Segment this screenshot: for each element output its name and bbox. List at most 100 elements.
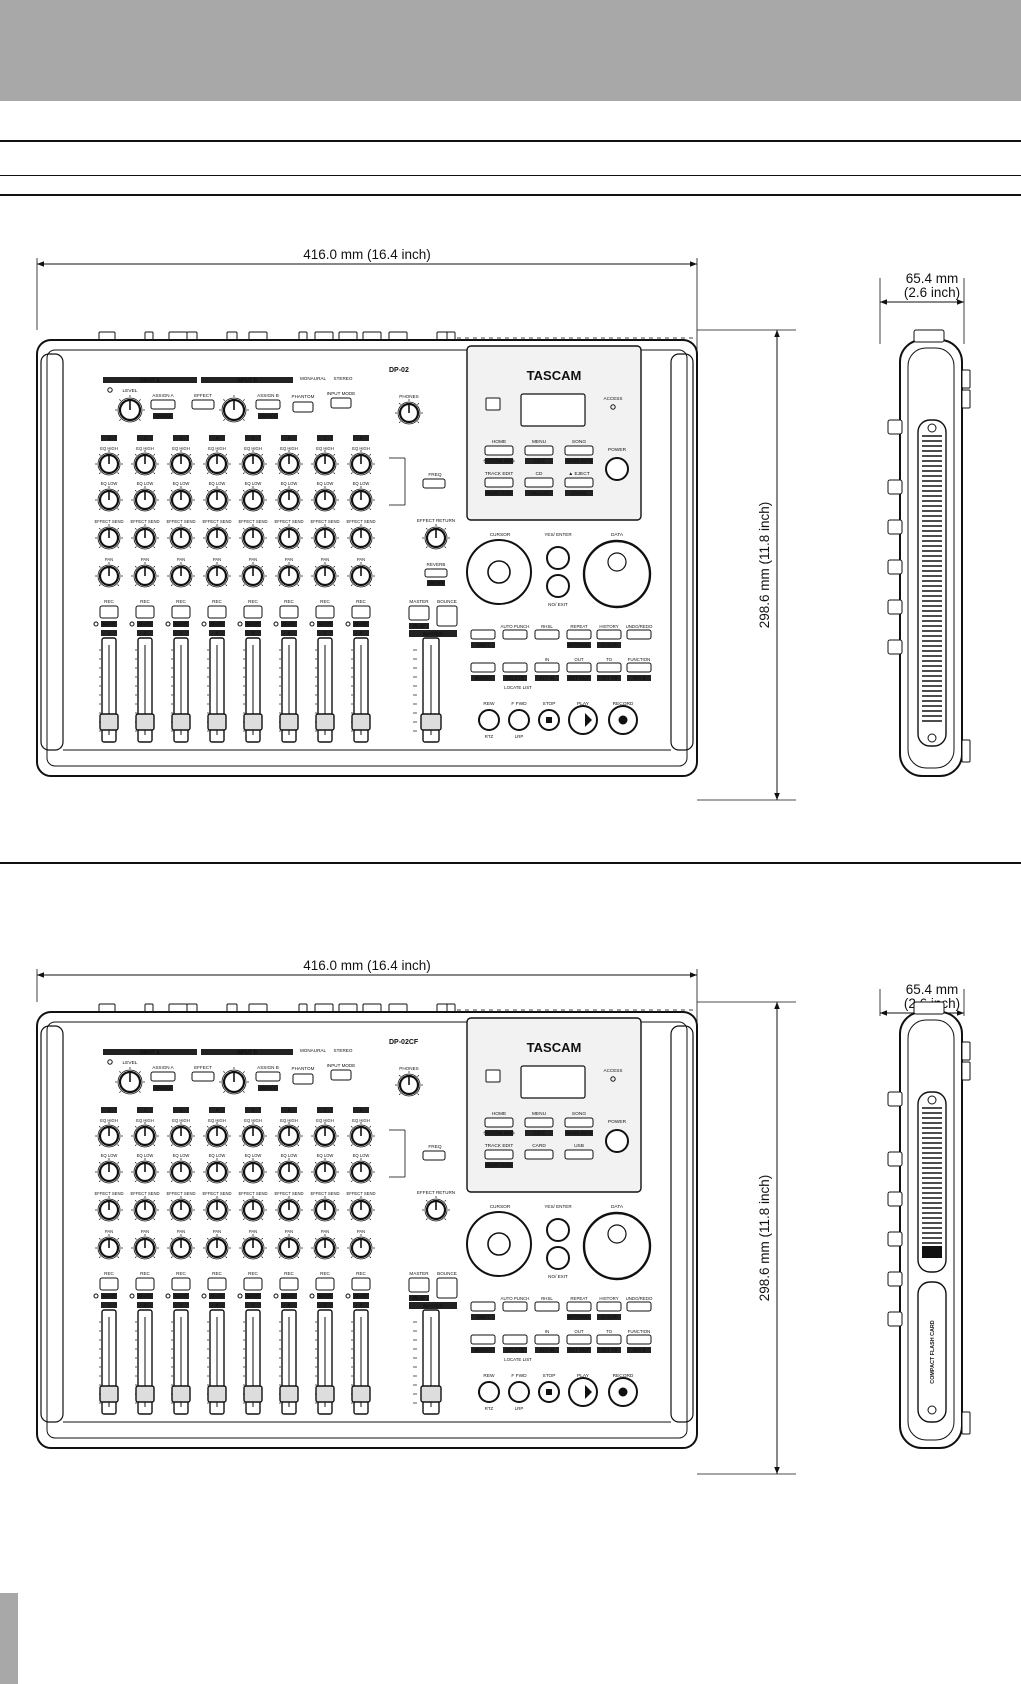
cursor-center (487, 1232, 511, 1256)
channel-number-tag (245, 1302, 261, 1308)
control-key (524, 445, 554, 456)
eq-high-label: EQ HIGH (136, 446, 154, 451)
assign-a-onoff (153, 413, 173, 419)
knob-tick (189, 1256, 192, 1259)
locate-key (502, 662, 528, 673)
knob-tick (278, 1144, 281, 1147)
key-label: REPEAT (570, 624, 588, 629)
locate-sub-tag (471, 1347, 495, 1353)
no-exit-label: NO/ EXIT (548, 602, 568, 607)
knob-tick (369, 1199, 372, 1202)
key-label: AUTO PUNCH (501, 1296, 530, 1301)
channel-number-tag-label: 3 (180, 1107, 183, 1112)
control-key (524, 1117, 554, 1128)
input-b-bar (201, 377, 293, 383)
knob-ring (349, 564, 373, 588)
pan-knob (95, 562, 123, 588)
fader-cap (243, 713, 263, 731)
mute-tag-label: MUTE (354, 621, 367, 626)
key-label: REPEAT (570, 1296, 588, 1301)
channel-number-tag (137, 1302, 153, 1308)
knob-tick (417, 1093, 420, 1096)
transport-key (596, 1301, 622, 1312)
input-b-bar (201, 1049, 293, 1055)
key-sub-tag (485, 1162, 513, 1168)
pan-knob (95, 1234, 123, 1260)
channel-number-tag (101, 630, 117, 636)
rule-separator (0, 862, 1021, 864)
knob-tick (242, 1090, 245, 1093)
channel-number-tag (173, 1302, 189, 1308)
knob-tick (153, 1218, 156, 1221)
knob-tick (242, 1256, 245, 1259)
eq-high-knob (239, 450, 267, 476)
header-band (0, 0, 1021, 101)
knob-ring (133, 1236, 157, 1260)
knob-ring (133, 452, 157, 476)
control-block (466, 1017, 642, 1193)
rec-button (351, 1277, 371, 1291)
pan-label: PAN (249, 557, 257, 562)
phones-knob (395, 1071, 423, 1097)
locate-sub-tag (597, 1347, 621, 1353)
channel-number-tag (353, 1302, 369, 1308)
rec-label: REC (356, 599, 366, 604)
knob-tick (153, 527, 156, 530)
knob-tick (278, 508, 281, 511)
input-mode-label: INPUT MODE (327, 391, 356, 396)
pan-knob (131, 562, 159, 588)
knob-ring (133, 1124, 157, 1148)
knob-tick (242, 1218, 245, 1221)
pan-label: PAN (321, 1229, 329, 1234)
channel-number-tag-label: 2 (144, 1302, 147, 1307)
eq-low-label: EQ LOW (209, 481, 226, 486)
knob-ring (241, 488, 265, 512)
knob-ring (349, 1236, 373, 1260)
knob-ring (397, 401, 421, 425)
knob-tick (425, 1218, 428, 1221)
knob-tick (350, 1199, 353, 1202)
knob-tick (223, 399, 226, 402)
knob-tick (242, 1161, 245, 1164)
knob-tick (206, 546, 209, 549)
data-wheel (582, 1211, 652, 1281)
master-tag (409, 1302, 457, 1309)
key-label: OUT (574, 657, 584, 662)
knob-tick (134, 453, 137, 456)
knob-tick (153, 1161, 156, 1164)
mute-tag-label: MUTE (210, 1293, 223, 1298)
key-label: ▲ EJECT (568, 471, 589, 477)
knob-tick (242, 565, 245, 568)
yes-enter-label: YES/ ENTER (544, 1204, 572, 1209)
assign-b-button (255, 399, 281, 410)
knob-tick (333, 1237, 336, 1240)
play-tag (409, 1295, 429, 1301)
side-view-dp-02cf: COMPACT FLASH CARD (887, 1001, 971, 1449)
knob-tick (297, 1256, 300, 1259)
fader-cap (207, 1385, 227, 1403)
knob-ring (117, 397, 143, 423)
eq-high-label: EQ HIGH (280, 446, 298, 451)
knob-tick (98, 1161, 101, 1164)
key-label: IN (545, 657, 549, 662)
key-sub-tag-label: SYSTEM INFO (483, 458, 515, 463)
knob-tick (170, 472, 173, 475)
knob-tick (278, 1161, 281, 1164)
knob-ring (349, 1124, 373, 1148)
knob-tick (242, 1144, 245, 1147)
rule-middle-thin (0, 175, 1021, 176)
lrp-label: LRP (515, 1406, 524, 1411)
fader-cap (99, 1385, 119, 1403)
effect-send-knob (95, 1196, 123, 1222)
pan-knob (239, 562, 267, 588)
key-label: SONG (572, 1111, 586, 1117)
transport-button (508, 709, 530, 731)
control-key (564, 1117, 594, 1128)
knob-tick (261, 1256, 264, 1259)
transport-key (566, 1301, 592, 1312)
transport-button (568, 705, 598, 735)
mute-tag-label: MUTE (318, 1293, 331, 1298)
knob-tick (261, 472, 264, 475)
shift-tag-label: SHIFT (476, 642, 489, 647)
knob-tick (117, 489, 120, 492)
